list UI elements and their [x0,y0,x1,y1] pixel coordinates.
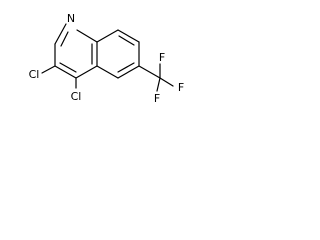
bond-c3-c4-double-inner [59,62,77,73]
bond-c3-cl3 [41,65,56,74]
atom-label-cl3: Cl [29,68,40,81]
bond-c8-c7 [117,29,140,43]
bond-c3-c4 [54,65,77,79]
atom-label-f1: F [159,51,165,64]
bond-c2-n1-double-inner [60,31,69,47]
bond-c6-c5-double-inner [117,62,135,73]
bond-n1-c2 [54,23,67,45]
bond-c6-c5 [117,65,140,79]
structure-canvas: N Cl Cl F F F [0,0,201,113]
atom-label-f3: F [154,92,160,105]
bond-c8a-c8 [96,29,119,43]
chemical-structure-diagram: N Cl Cl F F F [29,12,185,105]
atom-label-n1: N [67,12,75,25]
atom-label-f2: F [178,81,184,94]
bond-c6-cf3 [138,65,161,79]
bond-c5-c4a [96,65,119,79]
bond-c4-c4a [75,65,98,79]
bond-cf3-f-right [159,77,174,87]
bond-cf3-f-bottom [156,77,161,92]
bond-c8-c7-double-inner [118,35,135,46]
atom-label-cl4: Cl [71,90,82,103]
bond-c8a-n1 [76,29,98,43]
